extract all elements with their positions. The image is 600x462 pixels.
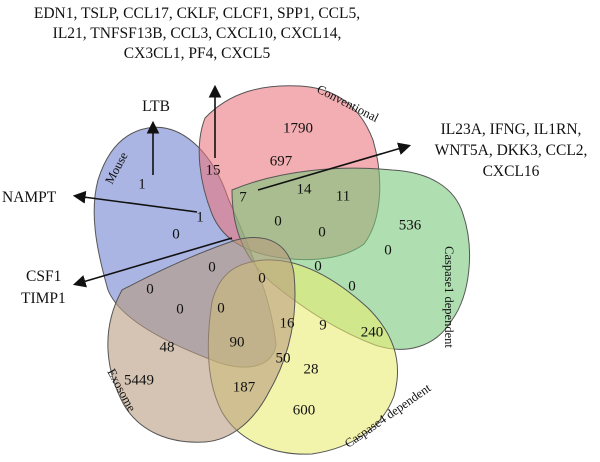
region-count: 7 <box>239 189 247 205</box>
region-count: 0 <box>176 301 184 317</box>
region-count: 0 <box>348 278 356 294</box>
arrow-csf1-timp1 <box>72 237 233 288</box>
region-count: 50 <box>276 350 291 366</box>
region-count: 15 <box>206 162 221 178</box>
set-exosome-region <box>107 237 296 443</box>
region-count: 187 <box>233 379 256 395</box>
region-count: 48 <box>160 339 175 355</box>
gene-list-line: IL23A, IFNG, IL1RN, <box>441 121 582 138</box>
gene-list-line: EDN1, TSLP, CCL17, CKLF, CLCF1, SPP1, CC… <box>34 5 360 22</box>
gene-list-line: CXCL16 <box>483 163 540 180</box>
region-count: 240 <box>361 324 384 340</box>
region-count: 0 <box>146 281 154 297</box>
region-count: 0 <box>208 259 216 275</box>
region-count: 5449 <box>124 372 154 388</box>
region-count: 600 <box>293 402 316 418</box>
gene-label-nampt: NAMPT <box>2 189 57 206</box>
top-gene-list: EDN1, TSLP, CCL17, CKLF, CLCF1, SPP1, CC… <box>34 5 360 62</box>
region-count: 697 <box>270 153 293 169</box>
region-count: 0 <box>172 226 180 242</box>
region-count: 9 <box>319 317 327 333</box>
region-count: 0 <box>258 270 266 286</box>
right-gene-list: IL23A, IFNG, IL1RN, WNT5A, DKK3, CCL2, C… <box>435 121 588 180</box>
region-count: 0 <box>384 242 392 258</box>
region-counts: 1790 697 15 7 14 11 1 1 0 0 0 536 0 0 0 … <box>124 120 422 418</box>
gene-label-timp1: TIMP1 <box>21 290 66 307</box>
arrow-nampt <box>72 190 198 213</box>
set-label-caspase1: Caspase1 dependent <box>442 246 456 348</box>
region-count: 1 <box>138 176 146 192</box>
gene-label-csf1: CSF1 <box>26 268 61 285</box>
region-count: 0 <box>217 300 225 316</box>
region-count: 14 <box>297 181 313 197</box>
gene-list-line: WNT5A, DKK3, CCL2, <box>435 142 588 159</box>
region-count: 1 <box>196 209 204 225</box>
region-count: 536 <box>399 217 422 233</box>
gene-list-line: IL21, TNFSF13B, CCL3, CXCL10, CXCL14, <box>53 25 342 42</box>
arrow-right-genes <box>257 142 412 191</box>
region-count: 16 <box>280 315 296 331</box>
region-count: 90 <box>230 334 245 350</box>
region-count: 0 <box>274 213 282 229</box>
gene-list-line: CX3CL1, PF4, CXCL5 <box>124 45 271 62</box>
region-count: 11 <box>336 188 350 204</box>
region-count: 0 <box>314 258 322 274</box>
gene-label-ltb: LTB <box>142 98 170 115</box>
region-count: 1790 <box>283 120 313 136</box>
region-count: 0 <box>318 224 326 240</box>
region-count: 28 <box>304 361 319 377</box>
